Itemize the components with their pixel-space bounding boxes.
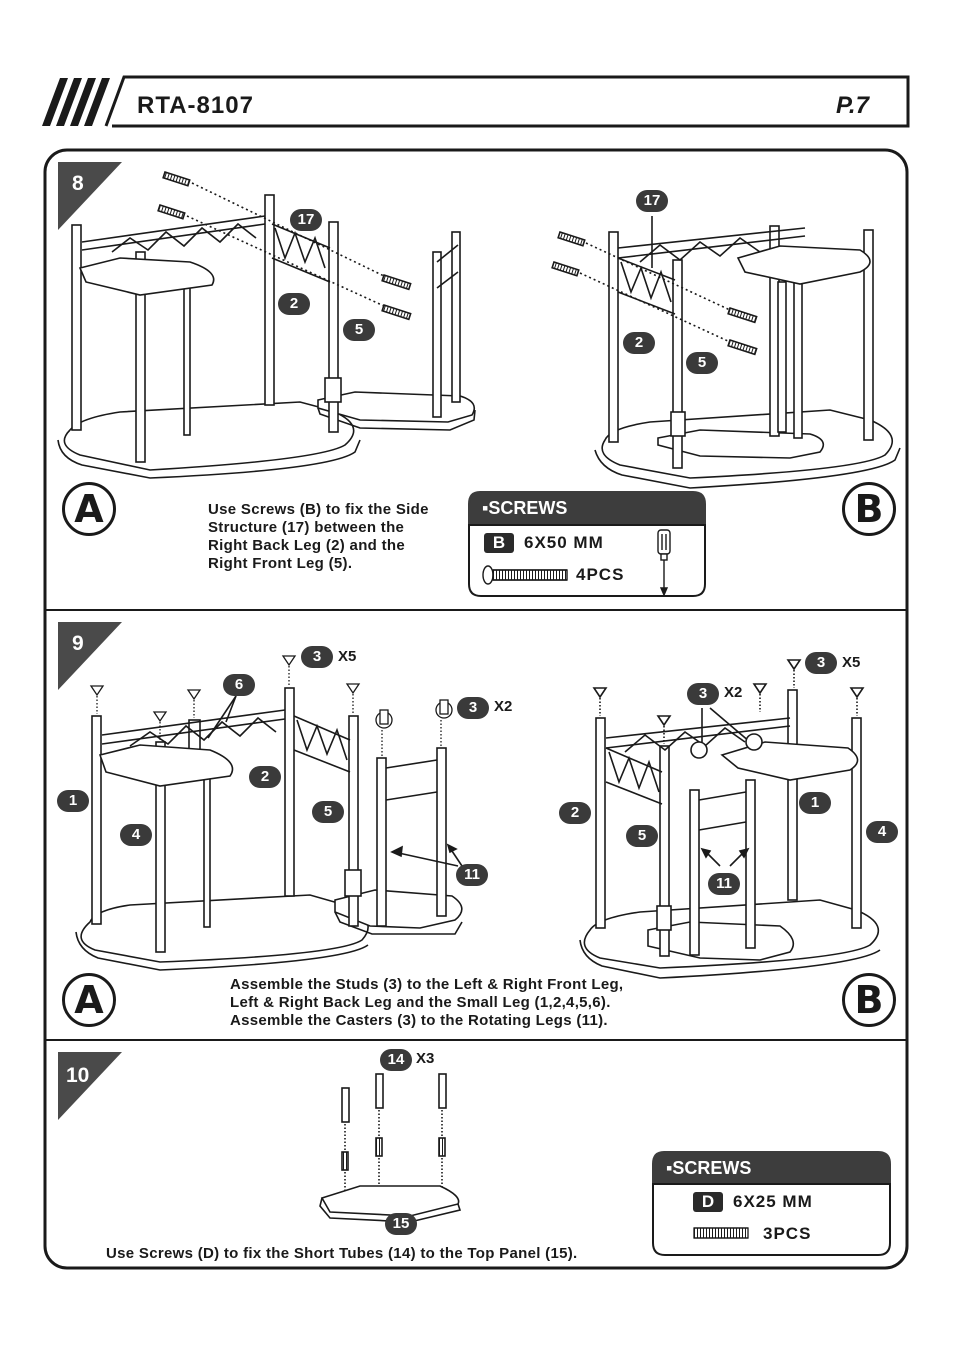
step9-view-b-drawing xyxy=(579,659,881,979)
part-label-14: 14 xyxy=(380,1049,412,1071)
screw-d-icon xyxy=(693,1227,749,1239)
view-a-marker-8: A xyxy=(62,482,116,536)
part-label-17-b: 17 xyxy=(636,190,668,212)
screw-icon xyxy=(482,565,568,585)
part-label-4-a: 4 xyxy=(120,824,152,846)
header-stripes-icon xyxy=(42,78,110,126)
part-label-1-a: 1 xyxy=(57,790,89,812)
tube-mult: X3 xyxy=(416,1050,435,1067)
part-label-15: 15 xyxy=(385,1213,417,1235)
caster-label-b: 3 xyxy=(687,683,719,705)
step-tab-10 xyxy=(58,1052,122,1120)
caster-label-a: 3 xyxy=(457,697,489,719)
screw-spec-d: 6X25 MM xyxy=(733,1192,813,1211)
screw-qty-b: 4PCS xyxy=(576,565,625,584)
screws-box-d-frame xyxy=(652,1151,891,1256)
part-label-2-9b: 2 xyxy=(559,802,591,824)
page-number: P.7 xyxy=(836,92,869,119)
caster-mult-a: X2 xyxy=(494,698,513,715)
step8-view-b-drawing xyxy=(551,216,901,489)
part-label-11-b: 11 xyxy=(708,873,740,895)
part-label-4-b: 4 xyxy=(866,821,898,843)
model-number: RTA-8107 xyxy=(137,92,254,119)
stud-label-a: 3 xyxy=(301,646,333,668)
part-label-2-a: 2 xyxy=(278,293,310,315)
caster-mult-b: X2 xyxy=(724,684,743,701)
stud-mult-a: X5 xyxy=(338,648,357,665)
caster-icon xyxy=(375,699,453,756)
step-tab-8 xyxy=(58,162,122,230)
screwdriver-icon xyxy=(657,529,671,597)
step8-view-a-drawing xyxy=(57,170,476,479)
part-label-6-a: 6 xyxy=(223,674,255,696)
screw-spec-b: 6X50 MM xyxy=(524,533,604,552)
part-label-5-b: 5 xyxy=(686,352,718,374)
part-label-5-9a: 5 xyxy=(312,801,344,823)
view-a-marker-9: A xyxy=(62,973,116,1027)
instruction-panel-frame xyxy=(43,148,909,1270)
part-label-5-9b: 5 xyxy=(626,825,658,847)
part-label-17-a: 17 xyxy=(290,209,322,231)
part-label-2-b: 2 xyxy=(623,332,655,354)
screw-qty-d: 3PCS xyxy=(763,1224,812,1243)
part-label-1-b: 1 xyxy=(799,792,831,814)
step-tab-9 xyxy=(58,622,122,690)
step8-instruction: Use Screws (B) to fix the Side Structure… xyxy=(208,501,429,572)
header-frame xyxy=(104,75,910,128)
part-label-5-a: 5 xyxy=(343,319,375,341)
screw-code-d: D xyxy=(693,1192,723,1212)
view-b-marker-8: B xyxy=(842,482,896,536)
screws-box-d-heading: ▪SCREWS xyxy=(666,1158,752,1178)
step10-drawing xyxy=(319,1073,462,1223)
step-number-9: 9 xyxy=(72,632,84,655)
stud-label-b: 3 xyxy=(805,652,837,674)
step9-instruction: Assemble the Studs (3) to the Left & Rig… xyxy=(230,976,624,1029)
stud-icon xyxy=(89,655,361,740)
step10-instruction: Use Screws (D) to fix the Short Tubes (1… xyxy=(106,1245,578,1262)
step9-view-a-drawing xyxy=(75,687,463,971)
stud-mult-b: X5 xyxy=(842,654,861,671)
part-label-2-9a: 2 xyxy=(249,766,281,788)
screw-code-b: B xyxy=(484,533,514,553)
view-b-marker-9: B xyxy=(842,973,896,1027)
screws-box-b-frame xyxy=(468,491,706,597)
step-number-10: 10 xyxy=(66,1064,90,1087)
screws-box-b-heading: ▪SCREWS xyxy=(482,498,568,518)
part-label-11-a: 11 xyxy=(456,864,488,886)
step-number-8: 8 xyxy=(72,172,84,195)
